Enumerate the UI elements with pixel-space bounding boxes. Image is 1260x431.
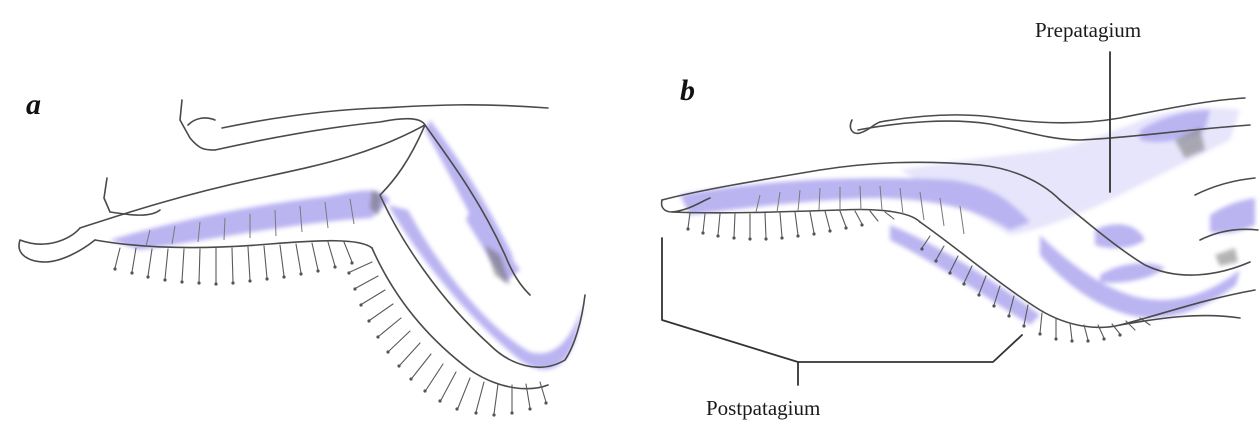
wing-a	[19, 100, 585, 417]
wing-b-feather-tips-row	[686, 223, 863, 240]
wing-b	[662, 52, 1258, 385]
wing-b-feathers-diagonal	[922, 236, 1150, 340]
wing-a-outline	[19, 100, 585, 389]
wing-b-shading	[680, 108, 1255, 325]
prepatagium-label: Prepatagium	[1035, 20, 1141, 41]
panel-label-b: b	[680, 76, 695, 106]
panel-label-a: a	[26, 90, 41, 120]
postpatagium-leader-line	[662, 238, 1022, 362]
wing-b-outline	[662, 98, 1258, 327]
postpatagium-label: Postpatagium	[706, 398, 820, 419]
wing-a-feather-tips-diagonal	[347, 271, 547, 416]
